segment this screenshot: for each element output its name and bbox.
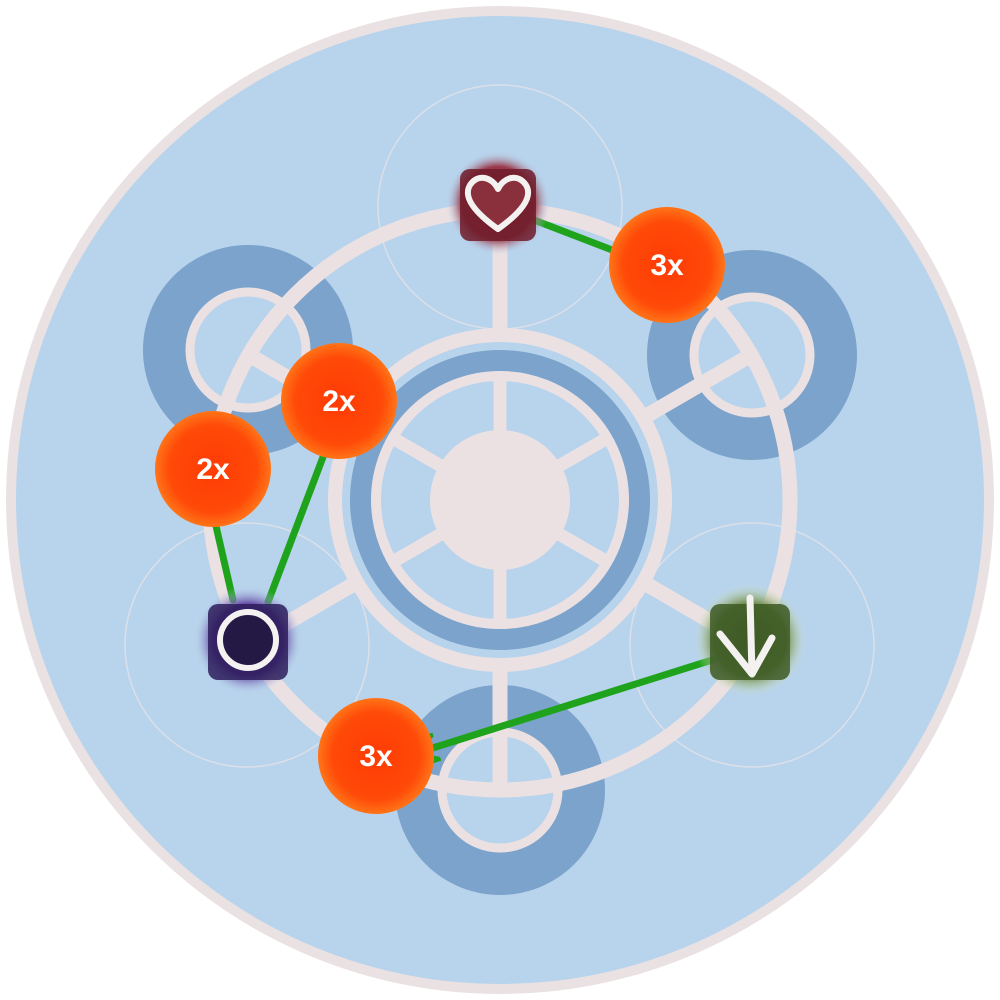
down-arrow-icon [716,594,776,678]
marker-left-upper[interactable]: 2x [281,343,397,459]
marker-left-lower[interactable]: 2x [155,411,271,527]
marker-top-right[interactable]: 3x [609,207,725,323]
arrow-void-to-2x-upper [264,436,331,606]
void-ring-icon [217,609,279,671]
marker-bottom[interactable]: 3x [318,698,434,814]
heart-icon [464,174,532,232]
down-symbol[interactable] [694,584,806,696]
arrow-down-to-3x [420,656,716,752]
central-hub [328,328,672,672]
marker-label: 2x [196,453,230,486]
marker-label: 3x [650,249,684,282]
marker-label: 3x [359,740,393,773]
heart-symbol[interactable] [446,151,550,255]
marker-label: 2x [322,385,356,418]
void-symbol[interactable] [194,586,302,694]
